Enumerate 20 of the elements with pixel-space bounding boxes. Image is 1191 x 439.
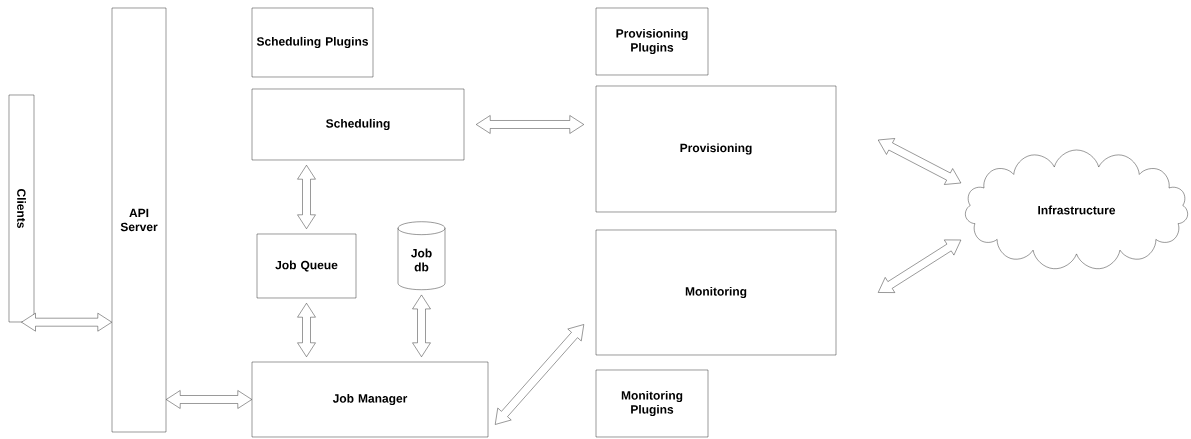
double-arrow: [495, 324, 584, 425]
double-arrow: [878, 239, 962, 293]
process-box: Monitoring Plugins: [595, 369, 709, 438]
process-box: Provisioning: [595, 85, 837, 213]
process-box: API Server: [111, 7, 167, 433]
process-box: Scheduling: [251, 88, 465, 161]
double-arrow: [297, 165, 316, 229]
double-arrow: [412, 294, 431, 357]
double-arrow: [297, 303, 316, 357]
double-arrow: [166, 390, 252, 409]
process-box: Clients: [8, 94, 35, 323]
process-box: Provisioning Plugins: [595, 7, 709, 76]
double-arrow: [476, 115, 584, 134]
double-arrow: [21, 313, 112, 332]
process-box: Job Manager: [251, 361, 489, 438]
database-cylinder: Job db: [397, 221, 446, 290]
double-arrow: [878, 138, 962, 185]
process-box: Job Queue: [256, 233, 357, 299]
process-box: Monitoring: [595, 229, 837, 356]
process-box: Scheduling Plugins: [251, 7, 374, 78]
